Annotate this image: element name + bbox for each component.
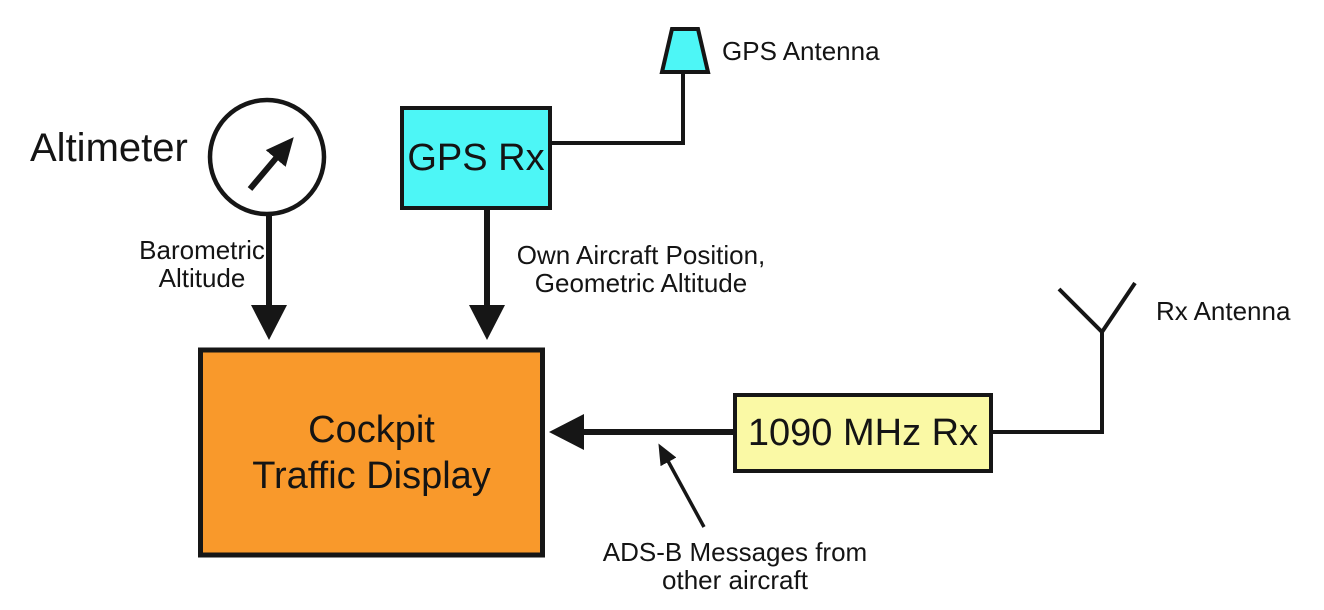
gps-antenna-icon [659, 27, 711, 74]
cockpit-traffic-display-box [198, 347, 545, 558]
adsb-annotation-arrow [658, 443, 706, 528]
altimeter-label: Altimeter [30, 126, 188, 170]
cockpit-traffic-display-label: Cockpit Traffic Display [198, 348, 545, 557]
gps-rx-box [400, 106, 552, 210]
altimeter-gauge-icon [207, 97, 327, 217]
cockpit-label-line1: Cockpit [308, 408, 435, 451]
gps-antenna-cable [552, 73, 685, 145]
own-position-label-line1: Own Aircraft Position, [516, 240, 766, 270]
own-position-label-line2: Geometric Altitude [534, 268, 748, 298]
rx-antenna-label: Rx Antenna [1156, 296, 1291, 326]
cockpit-label-line2: Traffic Display [252, 454, 491, 497]
rx-antenna-icon [1057, 281, 1137, 336]
barometric-label-line1: Barometric [139, 235, 265, 265]
mhz-rx-box [733, 393, 993, 473]
gps-rx-label: GPS Rx [407, 137, 545, 179]
mhz-rx-label: 1090 MHz Rx [747, 412, 979, 454]
barometric-altitude-label: Barometric Altitude [139, 236, 265, 292]
barometric-label-line2: Altitude [158, 263, 246, 293]
altimeter-needle-icon [247, 137, 294, 191]
own-position-label: Own Aircraft Position, Geometric Altitud… [517, 241, 766, 297]
adsb-messages-label: ADS-B Messages from other aircraft [603, 538, 867, 594]
adsb-label-line1: ADS-B Messages from [602, 537, 868, 567]
rx-antenna-cable [992, 331, 1104, 434]
gps-antenna-label: GPS Antenna [722, 36, 880, 66]
adsb-label-line2: other aircraft [662, 565, 808, 595]
